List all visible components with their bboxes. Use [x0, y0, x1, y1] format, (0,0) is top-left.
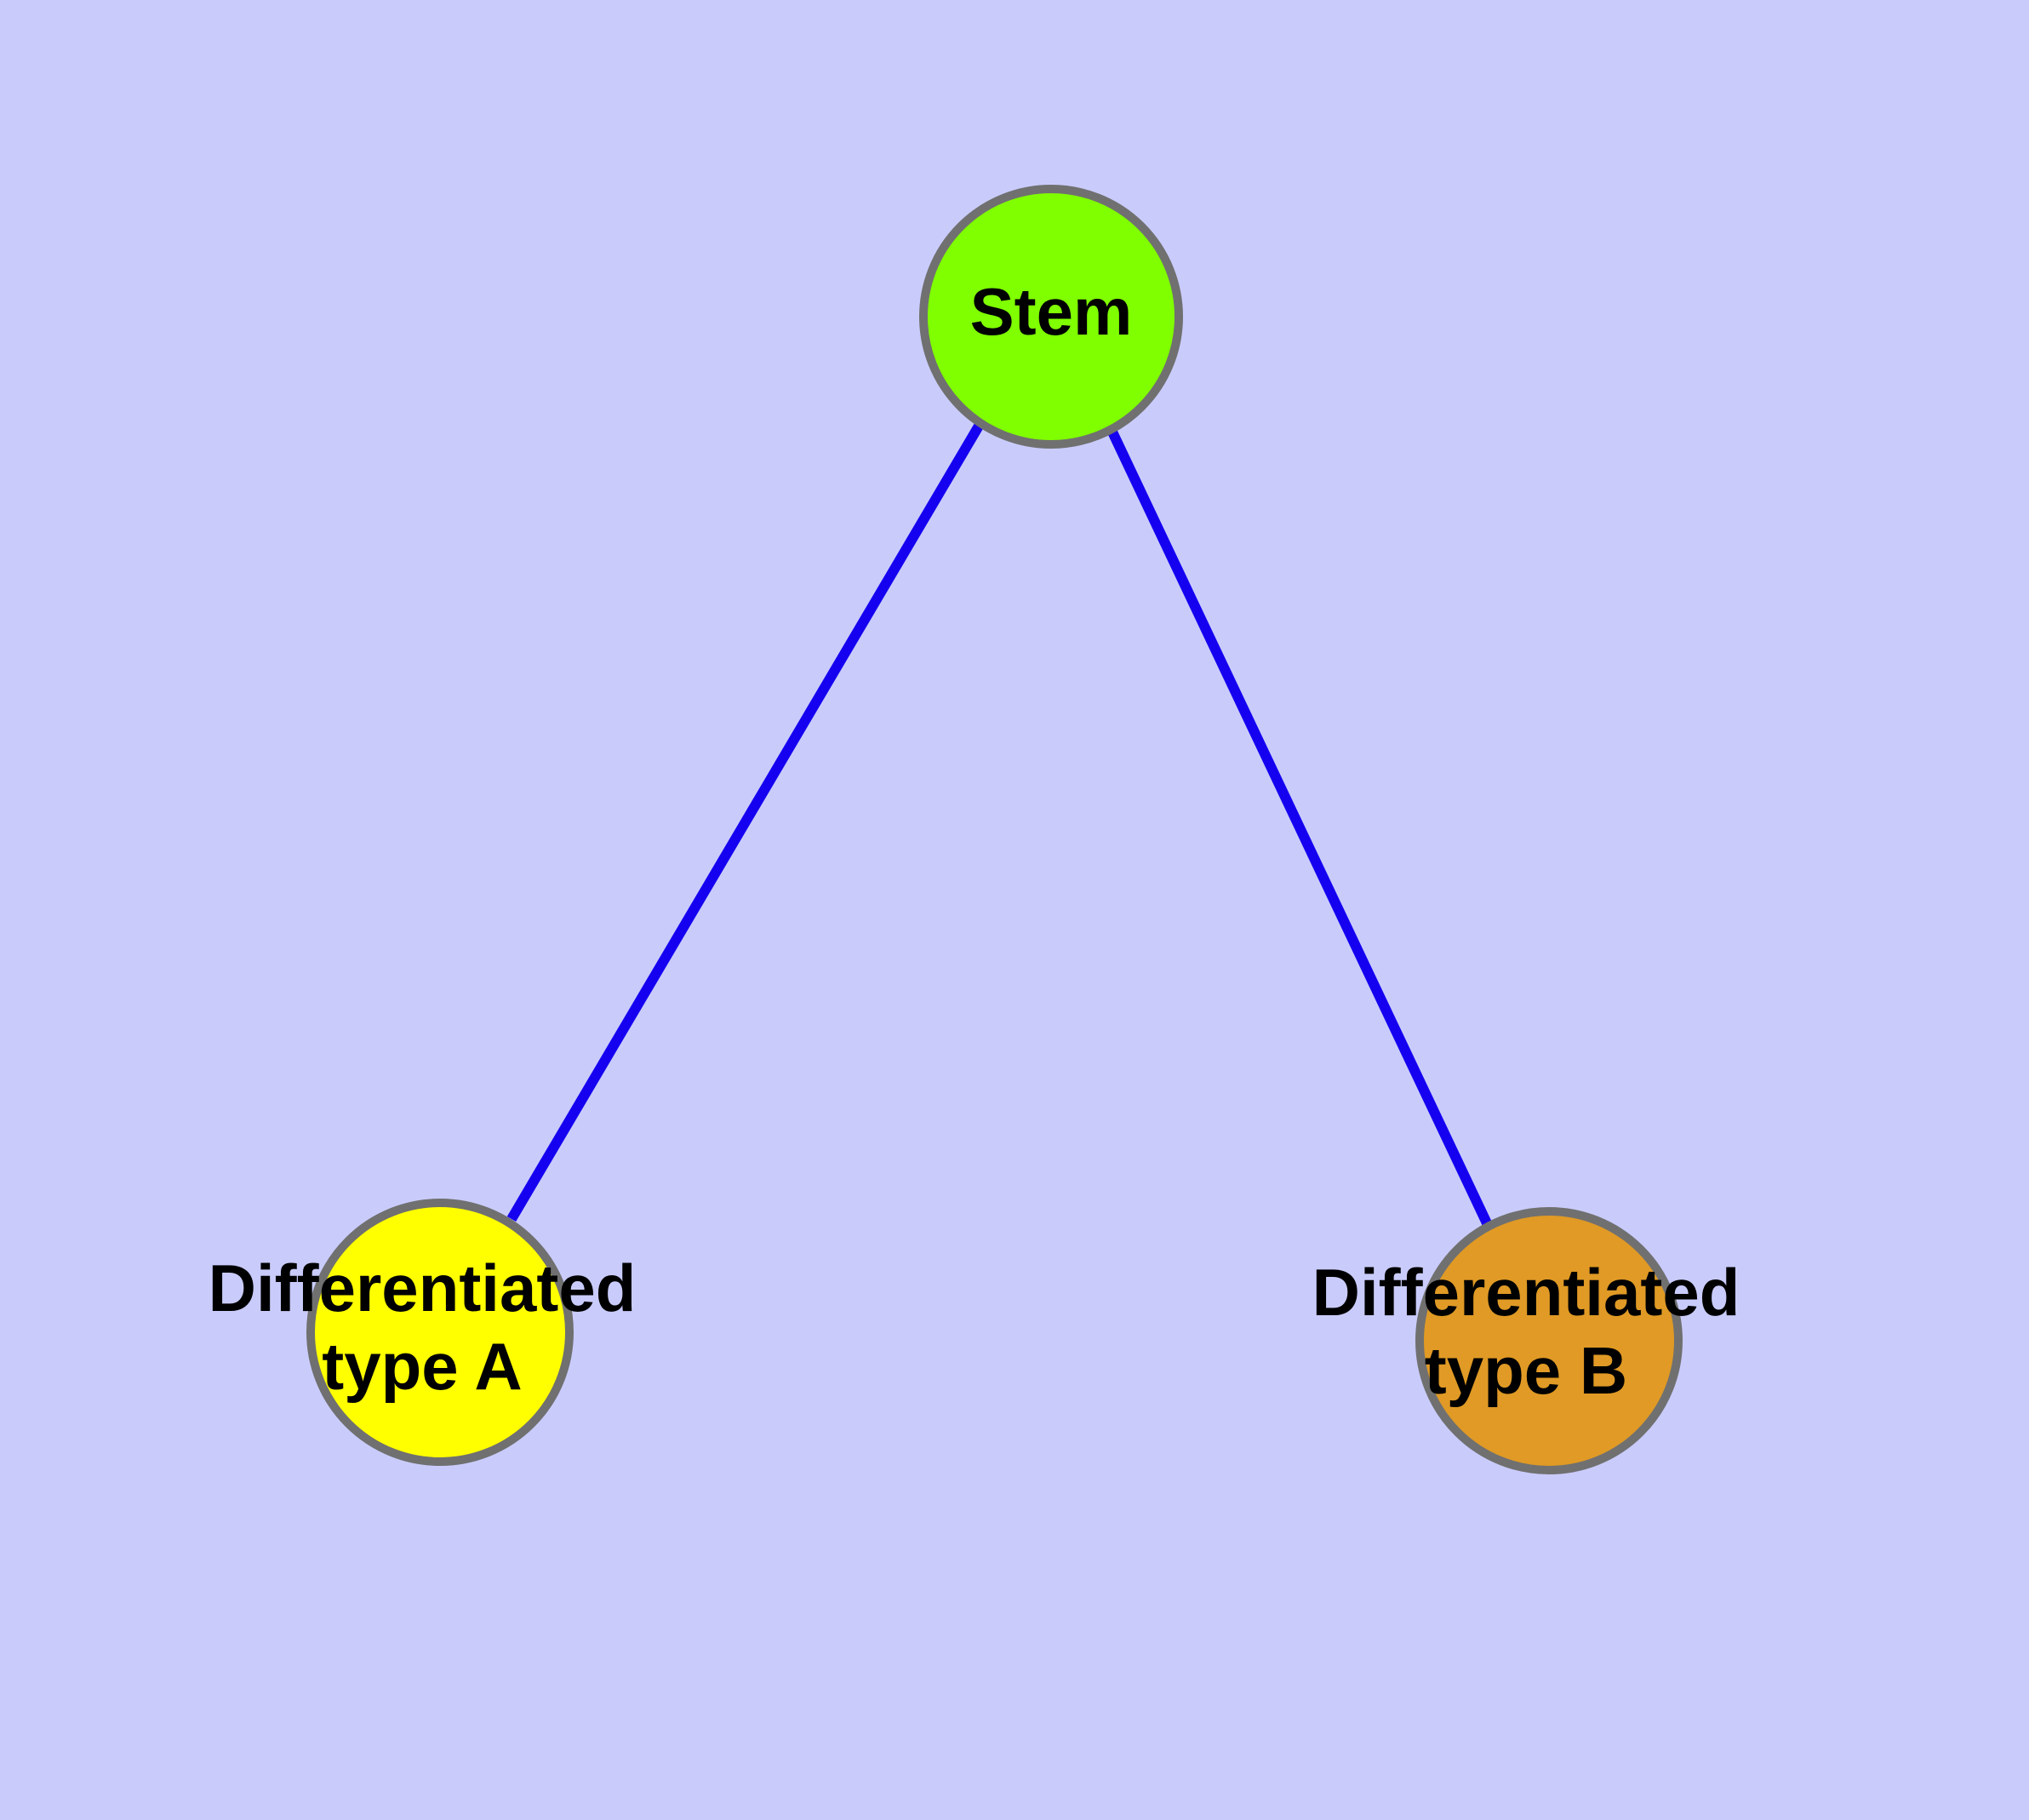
- graph-node-diff-b[interactable]: [1415, 1207, 1683, 1474]
- graph-edge-stem-to-diff-b[interactable]: [1105, 424, 1493, 1228]
- graph-node-diff-a[interactable]: [306, 1199, 574, 1466]
- graph-edge-stem-to-diff-a[interactable]: [506, 420, 986, 1222]
- node-layer: [306, 185, 1683, 1474]
- edge-layer: [506, 420, 1493, 1228]
- graph-node-stem[interactable]: [919, 185, 1183, 449]
